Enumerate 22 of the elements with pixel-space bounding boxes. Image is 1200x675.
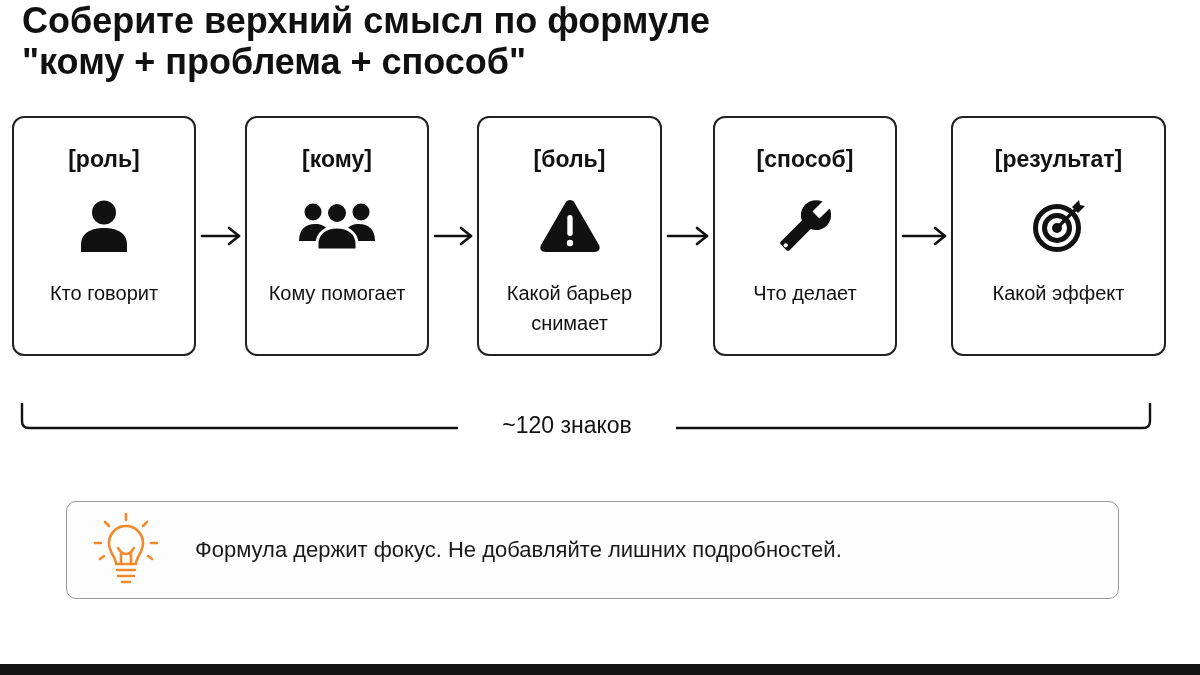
arrow bbox=[433, 226, 473, 246]
card-heading: [роль] bbox=[68, 145, 140, 174]
step-card bbox=[713, 116, 897, 356]
tip-box bbox=[66, 501, 1119, 599]
card-heading: [кому] bbox=[302, 145, 372, 174]
card-text: Что делает bbox=[752, 281, 858, 306]
step-card bbox=[245, 116, 429, 356]
arrow bbox=[901, 226, 947, 246]
card-text: Кто говорит bbox=[48, 281, 160, 306]
arrow bbox=[666, 226, 709, 246]
arrow bbox=[200, 226, 241, 246]
card-text: Какой барьер снимает bbox=[505, 281, 634, 336]
card-text: Кому помогает bbox=[267, 281, 407, 306]
step-card bbox=[477, 116, 662, 356]
card-text: Какой эффект bbox=[991, 281, 1126, 306]
card-heading: [результат] bbox=[994, 145, 1123, 174]
card-heading: [способ] bbox=[756, 145, 854, 174]
card-heading: [боль] bbox=[533, 145, 606, 174]
step-card bbox=[951, 116, 1166, 356]
step-card bbox=[12, 116, 196, 356]
tip-text: Формула держит фокус. Не добавляйте лишних подробностей. bbox=[195, 536, 842, 564]
title: Соберите верхний смысл по формуле "кому + проблема + способ" bbox=[22, 0, 711, 82]
